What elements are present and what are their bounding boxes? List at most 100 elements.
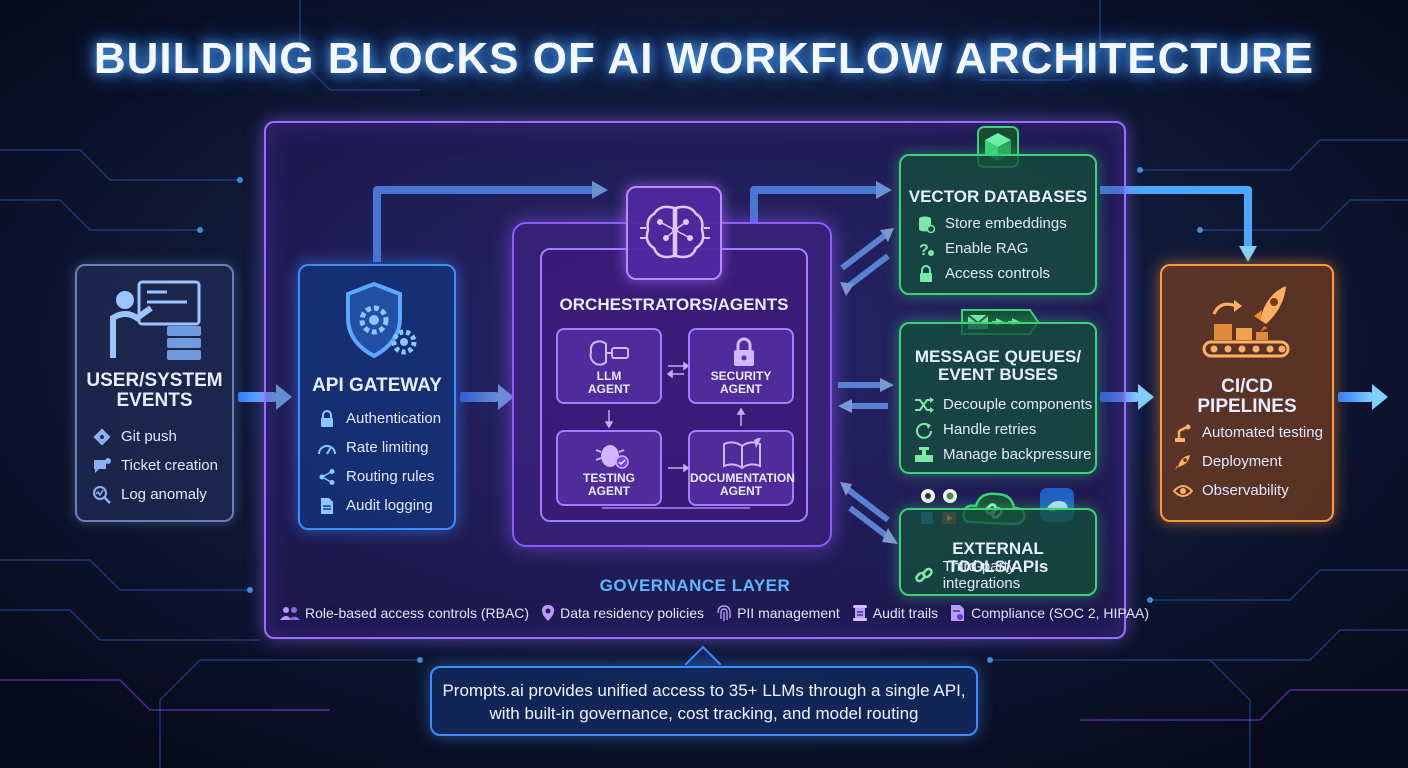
mq-item-label: Decouple components	[943, 396, 1093, 413]
events-title: USER/SYSTEM EVENTS	[86, 370, 223, 411]
valve-icon	[913, 444, 935, 466]
mq-item-backpressure: Manage backpressure	[913, 442, 1092, 467]
cicd-item-deployment: Deployment	[1172, 447, 1323, 476]
svg-text:?: ?	[919, 242, 929, 258]
cicd-item-automated-testing: Automated testing	[1172, 418, 1323, 447]
events-item-log-anomaly: Log anomaly	[91, 480, 218, 509]
callout-line2: with built-in governance, cost tracking,…	[489, 704, 919, 723]
bug-check-icon	[595, 445, 629, 469]
agent-label-line1: DOCUMENTATION	[690, 470, 795, 485]
shield-gear-icon	[346, 281, 417, 359]
question-icon: ?	[915, 238, 937, 260]
fingerprint-icon	[717, 605, 731, 621]
log-search-icon	[91, 484, 113, 506]
agent-label-line1: LLM	[596, 368, 622, 383]
robot-arm-icon	[1172, 422, 1194, 444]
brain-chip-icon	[589, 340, 629, 366]
database-icon	[915, 213, 937, 235]
user-system-events-card: USER/SYSTEM EVENTS Git push Ticket creat…	[75, 264, 234, 522]
page-title: BUILDING BLOCKS OF AI WORKFLOW ARCHITECT…	[93, 34, 1315, 83]
arrow-cicd-output	[1338, 392, 1372, 402]
events-item-label: Log anomaly	[121, 486, 207, 503]
governance-title: GOVERNANCE LAYER	[599, 576, 791, 595]
governance-item-rbac: Role-based access controls (RBAC)	[280, 605, 529, 621]
arrow-mq-to-cicd	[1100, 392, 1138, 402]
compliance-doc-icon	[951, 605, 965, 621]
link-icon	[913, 564, 935, 586]
vector-item-label: Access controls	[945, 265, 1051, 282]
gateway-item-label: Audit logging	[346, 497, 433, 514]
cicd-item-label: Observability	[1202, 482, 1289, 499]
shuffle-icon	[913, 394, 935, 416]
cicd-item-observability: Observability	[1172, 476, 1323, 505]
governance-item-label: Role-based access controls (RBAC)	[305, 605, 530, 621]
governance-item-label: PII management	[737, 605, 840, 621]
git-icon	[91, 426, 113, 448]
gateway-item-routing-rules: Routing rules	[316, 462, 441, 491]
presenter-server-icon	[110, 280, 201, 360]
share-icon	[316, 466, 338, 488]
cicd-item-label: Deployment	[1202, 453, 1283, 470]
vector-item-label: Store embeddings	[945, 215, 1067, 232]
api-gateway-card: API GATEWAY Authentication Rate limiting…	[298, 264, 456, 530]
agent-label-line1: TESTING	[582, 470, 635, 485]
lock-icon	[915, 263, 937, 285]
ext-item-label: Third-party integrations	[942, 557, 1021, 592]
users-icon	[280, 607, 300, 620]
vector-item-store-embeddings: Store embeddings	[915, 211, 1067, 236]
scroll-icon	[852, 605, 867, 621]
governance-items: Role-based access controls (RBAC) Data r…	[280, 604, 1149, 622]
conveyor-rocket-icon	[1202, 286, 1290, 358]
gateway-item-label: Routing rules	[346, 468, 435, 485]
governance-item-data-residency: Data residency policies	[541, 604, 704, 622]
orchestrator-title: ORCHESTRATORS/AGENTS	[559, 295, 789, 314]
governance-item-pii: PII management	[716, 604, 840, 622]
events-item-git-push: Git push	[91, 422, 218, 451]
arrow-orchestrator-to-vector	[750, 186, 876, 222]
mq-item-retries: Handle retries	[913, 417, 1092, 442]
vector-item-label: Enable RAG	[945, 240, 1029, 257]
brain-network-icon	[640, 205, 710, 259]
prompts-ai-callout: Prompts.ai provides unified access to 35…	[430, 666, 978, 736]
cicd-title-line1: CI/CD	[1221, 376, 1273, 397]
mq-item-label: Manage backpressure	[943, 446, 1092, 463]
governance-item-compliance: Compliance (SOC 2, HIPAA)	[950, 604, 1149, 622]
ticket-icon	[91, 455, 113, 477]
mq-title-line1: MESSAGE QUEUES/	[914, 347, 1082, 366]
gateway-item-label: Authentication	[346, 410, 442, 427]
arrow-gateway-to-orchestrator	[460, 392, 498, 402]
agent-label-line1: SECURITY	[710, 368, 772, 383]
rocket-icon	[1172, 451, 1194, 473]
governance-item-label: Audit trails	[872, 605, 939, 621]
book-quill-icon	[723, 438, 761, 470]
agent-label-line2: AGENT	[720, 381, 762, 396]
events-item-ticket: Ticket creation	[91, 451, 218, 480]
gateway-item-label: Rate limiting	[346, 439, 429, 456]
cicd-item-label: Automated testing	[1202, 424, 1323, 441]
gateway-item-audit-logging: Audit logging	[316, 491, 441, 520]
governance-item-label: Data residency policies	[560, 605, 705, 621]
ai-brain-chip	[626, 186, 722, 280]
agent-link-arrows	[602, 361, 750, 509]
lock-icon	[316, 408, 338, 430]
ext-title: EXTERNAL TOOLS/APIs	[947, 539, 1049, 576]
gateway-item-authentication: Authentication	[316, 404, 441, 433]
message-queues-card: MESSAGE QUEUES/ EVENT BUSES Decouple com…	[899, 322, 1097, 474]
mq-item-label: Handle retries	[943, 421, 1037, 438]
events-item-label: Ticket creation	[121, 457, 218, 474]
arrow-vector-to-cicd	[1100, 186, 1252, 246]
agent-label-line2: AGENT	[588, 483, 630, 498]
governance-item-audit-trails: Audit trails	[852, 604, 938, 622]
gateway-item-rate-limiting: Rate limiting	[316, 433, 441, 462]
cicd-title-line2: PIPELINES	[1197, 395, 1297, 417]
padlock-icon	[734, 337, 754, 366]
mq-title: MESSAGE QUEUES/ EVENT BUSES	[901, 348, 1095, 384]
callout-line1: Prompts.ai provides unified access to 35…	[442, 681, 966, 700]
vector-item-enable-rag: ? Enable RAG	[915, 236, 1067, 261]
arrow-gateway-to-top	[373, 186, 592, 262]
location-pin-icon	[542, 605, 555, 621]
arrow-events-to-gateway	[238, 392, 276, 402]
